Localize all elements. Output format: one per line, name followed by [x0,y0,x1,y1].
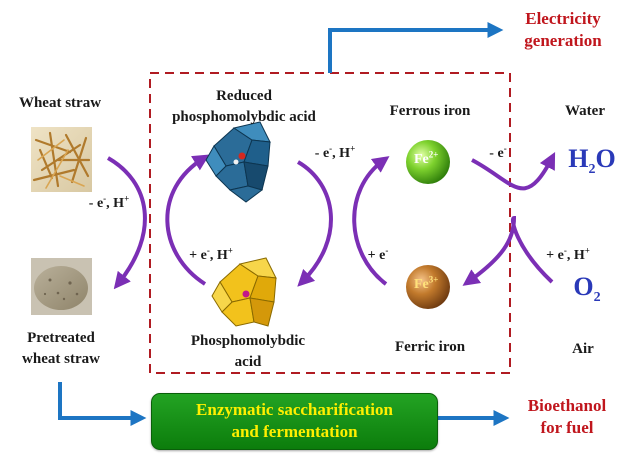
saccharification-flow-arrow [58,382,147,426]
pma-to-reduced-arrow [165,154,210,286]
phosphomolybdic-acid-label: Phosphomolybdic acid [190,333,306,370]
reduced-pma-label: Reduced phosphomolybdic acid [172,88,316,125]
water-label: Water [565,103,605,119]
wheat-straw-photo [31,127,92,192]
electricity-flow-arrow [328,22,504,73]
reduction-iron-annotation: + e- [367,245,389,263]
oxidation-left-annotation: - e-, H+ [88,193,130,211]
ferric-iron-sphere-icon [406,265,450,309]
phosphomolybdic-acid-cluster-icon [211,257,277,327]
ferric-to-ferrous-arrow [352,156,390,286]
fe2-ion-label: Fe2+ [414,149,439,167]
ferric-iron-label: Ferric iron [394,339,466,355]
electricity-generation-label: Electricity generation [524,9,602,50]
pretreated-wheat-straw-label: Pretreated wheat straw [22,330,100,367]
process-line-1: Enzymatic saccharification [196,400,393,419]
saccharification-fermentation-box: Enzymatic saccharification and fermentat… [151,393,438,450]
pretreated-straw-photo [31,258,92,315]
fe3-ion-label: Fe3+ [414,274,439,292]
bioethanol-label: Bioethanol for fuel [527,396,607,437]
ferrous-iron-label: Ferrous iron [389,103,471,119]
straw-to-pretreated-arrow [107,156,147,290]
ferrous-to-water-arrow [471,152,556,191]
oxygen-formula: O2 [573,272,601,306]
reduced-to-oxidized-pma-arrow [296,160,333,287]
process-line-2: and fermentation [231,422,358,441]
oxidation-pma-annotation: - e-, H+ [314,143,356,161]
reduction-pma-annotation: + e-, H+ [189,245,233,263]
oxygen-to-ferric-arrow [462,215,554,286]
air-label: Air [572,341,594,357]
wheat-straw-label: Wheat straw [18,95,102,111]
water-formula: H2O [568,144,616,178]
ferrous-iron-sphere-icon [406,140,450,184]
reduction-oxygen-annotation: + e-, H+ [546,245,590,263]
reduced-pma-cluster-icon [205,121,271,203]
oxidation-iron-annotation: - e- [489,143,507,161]
